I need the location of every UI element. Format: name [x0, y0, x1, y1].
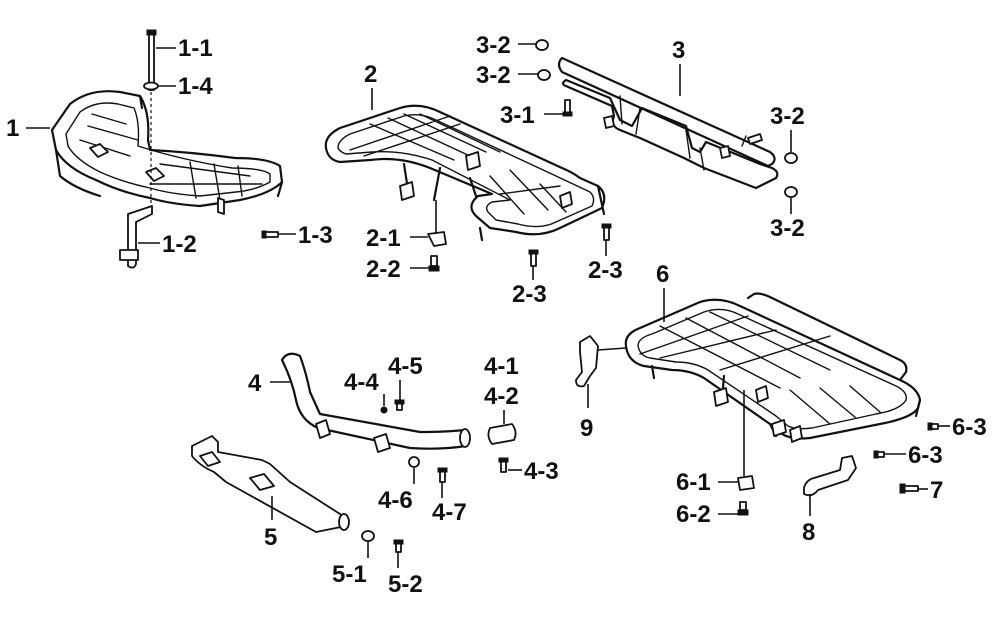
rear-rack-large [624, 292, 922, 443]
bracket-6-1 [737, 475, 755, 491]
label-3-1: 3-1 [500, 102, 535, 129]
bracket-2-1 [427, 231, 447, 247]
label-5: 5 [264, 524, 277, 551]
bolt-6-2 [737, 501, 749, 516]
label-8: 8 [802, 519, 815, 546]
label-1-1: 1-1 [178, 35, 213, 62]
label-1-2: 1-2 [162, 231, 197, 258]
label-2-3-a: 2-3 [512, 281, 547, 308]
label-3: 3 [672, 37, 685, 64]
bolt-6-3-b [873, 450, 885, 459]
label-5-2: 5-2 [388, 571, 423, 598]
cap-3-2-a [535, 39, 549, 51]
label-4-1: 4-1 [484, 353, 519, 380]
front-rack [50, 90, 284, 215]
bolt-1-3 [261, 230, 279, 239]
nut-4-4 [380, 406, 388, 414]
side-bar [280, 352, 471, 453]
label-2: 2 [364, 61, 377, 88]
bolt-7 [899, 483, 919, 494]
bolt-1-1 [146, 29, 157, 91]
washer-4-6 [408, 456, 420, 468]
bolt-4-7 [437, 467, 448, 483]
label-6-3-b: 6-3 [908, 442, 943, 469]
bolt-4-5 [394, 399, 405, 411]
bolt-2-3-b [601, 223, 612, 241]
bumper-bar [557, 56, 779, 190]
callouts: 1 1-1 1-4 1-2 1-3 2 2-1 2-2 2-3 2-3 3 3-… [6, 32, 987, 598]
label-6: 6 [656, 261, 669, 288]
bracket-8 [803, 455, 857, 497]
label-3-2-d: 3-2 [770, 215, 805, 242]
label-3-2-b: 3-2 [476, 62, 511, 89]
washer-5-1 [361, 530, 375, 542]
bracket-9 [575, 335, 599, 388]
label-4-5: 4-5 [388, 353, 423, 380]
label-4-2: 4-2 [484, 383, 519, 410]
bolt-2-2 [428, 255, 440, 272]
label-1: 1 [6, 115, 19, 142]
label-9: 9 [580, 415, 593, 442]
label-3-2-c: 3-2 [770, 103, 805, 130]
bolt-2-3-a [528, 249, 539, 267]
cap-3-2-d [784, 186, 798, 198]
bolt-3-1 [562, 99, 573, 117]
label-4: 4 [248, 370, 262, 397]
label-1-3: 1-3 [298, 222, 333, 249]
label-4-4: 4-4 [344, 369, 379, 396]
label-6-3-a: 6-3 [952, 414, 987, 441]
label-7: 7 [930, 477, 943, 504]
cap-3-2-c [784, 152, 798, 164]
label-2-1: 2-1 [366, 225, 401, 252]
bolt-4-3 [498, 457, 509, 473]
label-1-4: 1-4 [178, 73, 213, 100]
label-4-7: 4-7 [432, 499, 467, 526]
label-5-1: 5-1 [332, 561, 367, 588]
bottom-bracket [191, 435, 350, 533]
sleeve-4-2 [487, 423, 517, 445]
washer-1-4 [143, 81, 159, 91]
label-6-2: 6-2 [676, 501, 711, 528]
bolt-6-3-a [927, 422, 939, 431]
label-2-2: 2-2 [366, 256, 401, 283]
bolt-5-2 [393, 539, 404, 553]
label-6-1: 6-1 [676, 469, 711, 496]
rear-rack [324, 104, 606, 242]
label-4-6: 4-6 [378, 487, 413, 514]
label-3-2-a: 3-2 [476, 32, 511, 59]
label-4-3: 4-3 [524, 458, 559, 485]
label-2-3-b: 2-3 [588, 257, 623, 284]
cap-3-2-b [537, 69, 551, 81]
